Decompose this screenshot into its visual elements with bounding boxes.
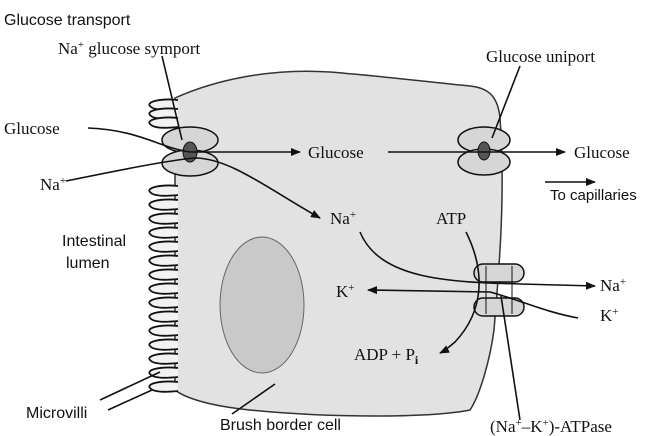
microvillus xyxy=(149,325,178,335)
k-blood-label: K+ xyxy=(600,306,619,325)
microvillus xyxy=(149,283,178,293)
microvillus xyxy=(149,353,178,363)
uniport-label: Glucose uniport xyxy=(486,47,595,66)
microvillus xyxy=(149,269,178,279)
symport-label: Na+ glucose symport xyxy=(58,39,200,58)
nucleus xyxy=(220,237,304,373)
na-blood-label: Na+ xyxy=(600,276,626,295)
microvillus xyxy=(149,213,178,223)
microvillus xyxy=(149,311,178,321)
microvillus xyxy=(149,367,178,377)
intestinal-label: Intestinal xyxy=(62,233,126,250)
adp-pi-label: ADP + Pi xyxy=(354,345,419,367)
glucose-cytosol-label: Glucose xyxy=(308,143,364,162)
microvillus xyxy=(149,255,178,265)
diagram-title: Glucose transport xyxy=(4,12,131,29)
to-capillaries-label: To capillaries xyxy=(550,187,637,204)
microvillus xyxy=(149,381,178,391)
microvillus xyxy=(149,297,178,307)
atpase-label: (Na+–K+)-ATPase xyxy=(490,417,612,436)
microvillus xyxy=(149,117,178,127)
microvillus xyxy=(149,227,178,237)
microvillus xyxy=(149,199,178,209)
glucose-lumen-label: Glucose xyxy=(4,119,60,138)
microvillus xyxy=(149,241,178,251)
brush-border-cell-label: Brush border cell xyxy=(220,417,341,434)
brush-border-cell-body xyxy=(175,71,502,416)
microvillus xyxy=(149,339,178,349)
microvilli-label: Microvilli xyxy=(26,405,87,422)
atp-label: ATP xyxy=(436,209,466,228)
lumen-label: lumen xyxy=(66,255,110,272)
glucose-blood-label: Glucose xyxy=(574,143,630,162)
microvillus xyxy=(149,185,178,195)
na-lumen-label: Na+ xyxy=(40,175,66,194)
